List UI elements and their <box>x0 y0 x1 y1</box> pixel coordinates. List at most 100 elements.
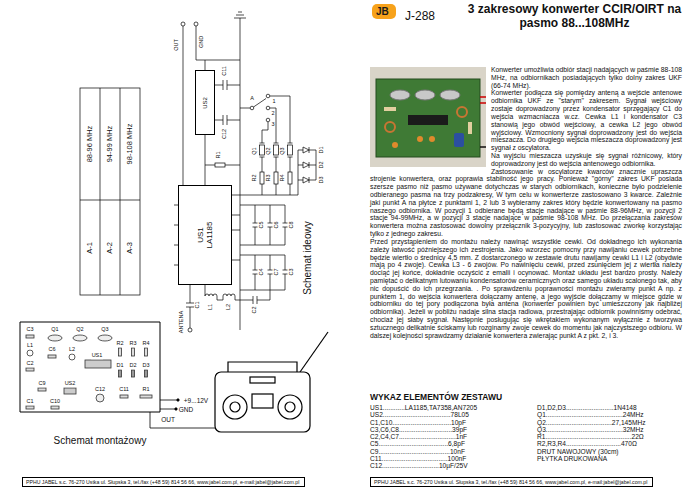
schematic-wiring-part <box>240 18 241 330</box>
kit-code: J-288 <box>405 10 435 22</box>
component-ref: Q1 <box>252 147 258 156</box>
label-anchor: C6 <box>48 347 56 353</box>
label-anchor: C2 <box>252 306 258 314</box>
label-anchor: 3 <box>271 122 275 128</box>
pcb-ref: L2 <box>68 347 75 353</box>
label-anchor: A-2 <box>106 242 114 255</box>
label-anchor: D2 <box>319 161 325 169</box>
kit-photo-image-part <box>385 122 395 132</box>
label-anchor: Q1 <box>51 327 60 333</box>
pcb-ref: C10 <box>49 399 60 405</box>
label-anchor: GND <box>199 35 205 48</box>
label-anchor: C9 <box>38 381 46 387</box>
radio-illustration-part <box>223 395 247 419</box>
label-anchor: R3 <box>129 341 137 347</box>
parts-entry: Q3......................................… <box>537 426 645 433</box>
text-rotator: US2 <box>202 97 209 109</box>
body-paragraph: Konwerter podłącza się pomiędzy anteną a… <box>370 89 682 152</box>
component-ref: ANTENA <box>179 310 185 334</box>
body-paragraph: Zastosowanie w oscylatorze kwarców znacz… <box>370 168 682 238</box>
schematic-wiring-part <box>266 94 270 98</box>
kit-photo-image-part <box>384 107 396 111</box>
pcb-layout-part <box>73 335 87 341</box>
figure-caption: Schemat montażowy <box>53 436 147 446</box>
pcb-ref: L1 <box>26 343 33 349</box>
pcb-ref: D1 <box>116 363 124 369</box>
pcb-ref: US2 <box>64 381 76 387</box>
label-anchor: C12 <box>94 387 105 393</box>
table-cell: 88-96 MHz <box>86 125 94 163</box>
schematic-wiring-part <box>194 22 198 26</box>
component-ref: L1 <box>208 303 214 310</box>
label-anchor: R4 <box>142 341 150 347</box>
parts-entry: C2,C4,C7...............................1… <box>370 433 477 440</box>
supply-wires-part <box>177 399 179 401</box>
footer-box: PPHU JABEL s.c. 76-270 Ustka ul. Słupska… <box>370 477 653 487</box>
schematic-wiring-part <box>253 205 258 290</box>
pcb-layout-part <box>38 388 46 391</box>
parts-entry: R2,R3,R4..............................47… <box>537 440 645 447</box>
pcb-ref: C11 <box>119 387 130 393</box>
kit-photo-image-part <box>429 136 435 142</box>
label-anchor: C6 <box>274 221 280 229</box>
range-table <box>80 88 140 295</box>
node-text: US2 <box>202 97 209 109</box>
component-ref: R2 <box>252 174 258 182</box>
kit-photo-image-part <box>376 79 480 157</box>
pcb-layout-part <box>140 395 152 398</box>
radio-illustration-part <box>215 372 310 432</box>
parts-entry: C9......................................… <box>370 448 477 455</box>
label-anchor: C12 <box>222 128 228 139</box>
pcb-ref: D3 <box>142 363 150 369</box>
component-ref: 1 <box>272 99 276 105</box>
label-anchor: L2 <box>226 303 232 310</box>
label-anchor: D3 <box>319 176 325 184</box>
schematic-wiring-part <box>232 195 290 196</box>
pcb-ref: D2 <box>129 363 137 369</box>
pcb-ref: R3 <box>129 341 137 347</box>
schematic-wiring-part <box>274 145 279 155</box>
label-anchor: A-3 <box>126 242 134 255</box>
table-cell: 94-99 MHz <box>106 125 114 163</box>
schematic-wiring-part <box>270 96 290 143</box>
pcb-ref: C2 <box>26 361 34 367</box>
label-anchor: C5 <box>259 221 265 229</box>
pcb-layout-part <box>145 370 148 377</box>
supply-wires-part <box>175 408 177 410</box>
parts-entry: C5......................................… <box>370 440 477 447</box>
node-text: LA1185 <box>205 222 214 249</box>
schematic-wiring-part <box>262 122 268 143</box>
label-anchor: R3 <box>266 174 272 182</box>
label-anchor: R2 <box>116 341 124 347</box>
node-text: JB <box>376 6 392 17</box>
pcb-ref: R4 <box>142 341 150 347</box>
label-anchor: 94-99 MHz <box>106 125 114 163</box>
schematic-wiring-part <box>188 328 192 332</box>
radio-illustration-part <box>300 332 328 372</box>
label-anchor: Q2 <box>76 327 85 333</box>
component-ref: 3 <box>271 122 275 128</box>
parts-entry: C11....................................1… <box>370 455 477 462</box>
schematic-wiring-part <box>205 165 240 166</box>
label-anchor: L2 <box>68 347 75 353</box>
label-anchor: US2 <box>64 381 76 387</box>
terminal-label: GND <box>178 407 194 414</box>
node-text: PPHU JABEL s.c. 76-270 Ustka ul. Słupska… <box>26 479 301 485</box>
schematic-wiring-part <box>196 26 240 60</box>
parts-entry: R1......................................… <box>537 433 645 440</box>
kit-photo-image-part <box>417 136 423 142</box>
title-anchor: 3 zakresowy konwerter CCIR/OIRT na pasmo… <box>462 3 687 31</box>
label-anchor: A <box>250 96 255 102</box>
figure-caption: Schemat ideowy <box>303 221 313 296</box>
component-ref: Q3 <box>280 147 286 156</box>
pcb-layout-part <box>119 370 122 377</box>
kit-photo <box>370 67 486 167</box>
label-anchor: C11 <box>119 387 130 393</box>
schematic-wiring-part <box>215 163 225 167</box>
schematic-wiring-part <box>250 106 254 110</box>
schematic-wiring-part <box>266 106 270 110</box>
pcb-layout-part <box>120 395 128 398</box>
label-anchor: D3 <box>142 363 150 369</box>
schematic-wiring-part <box>303 162 309 168</box>
label-anchor: Schemat ideowy <box>303 221 313 296</box>
